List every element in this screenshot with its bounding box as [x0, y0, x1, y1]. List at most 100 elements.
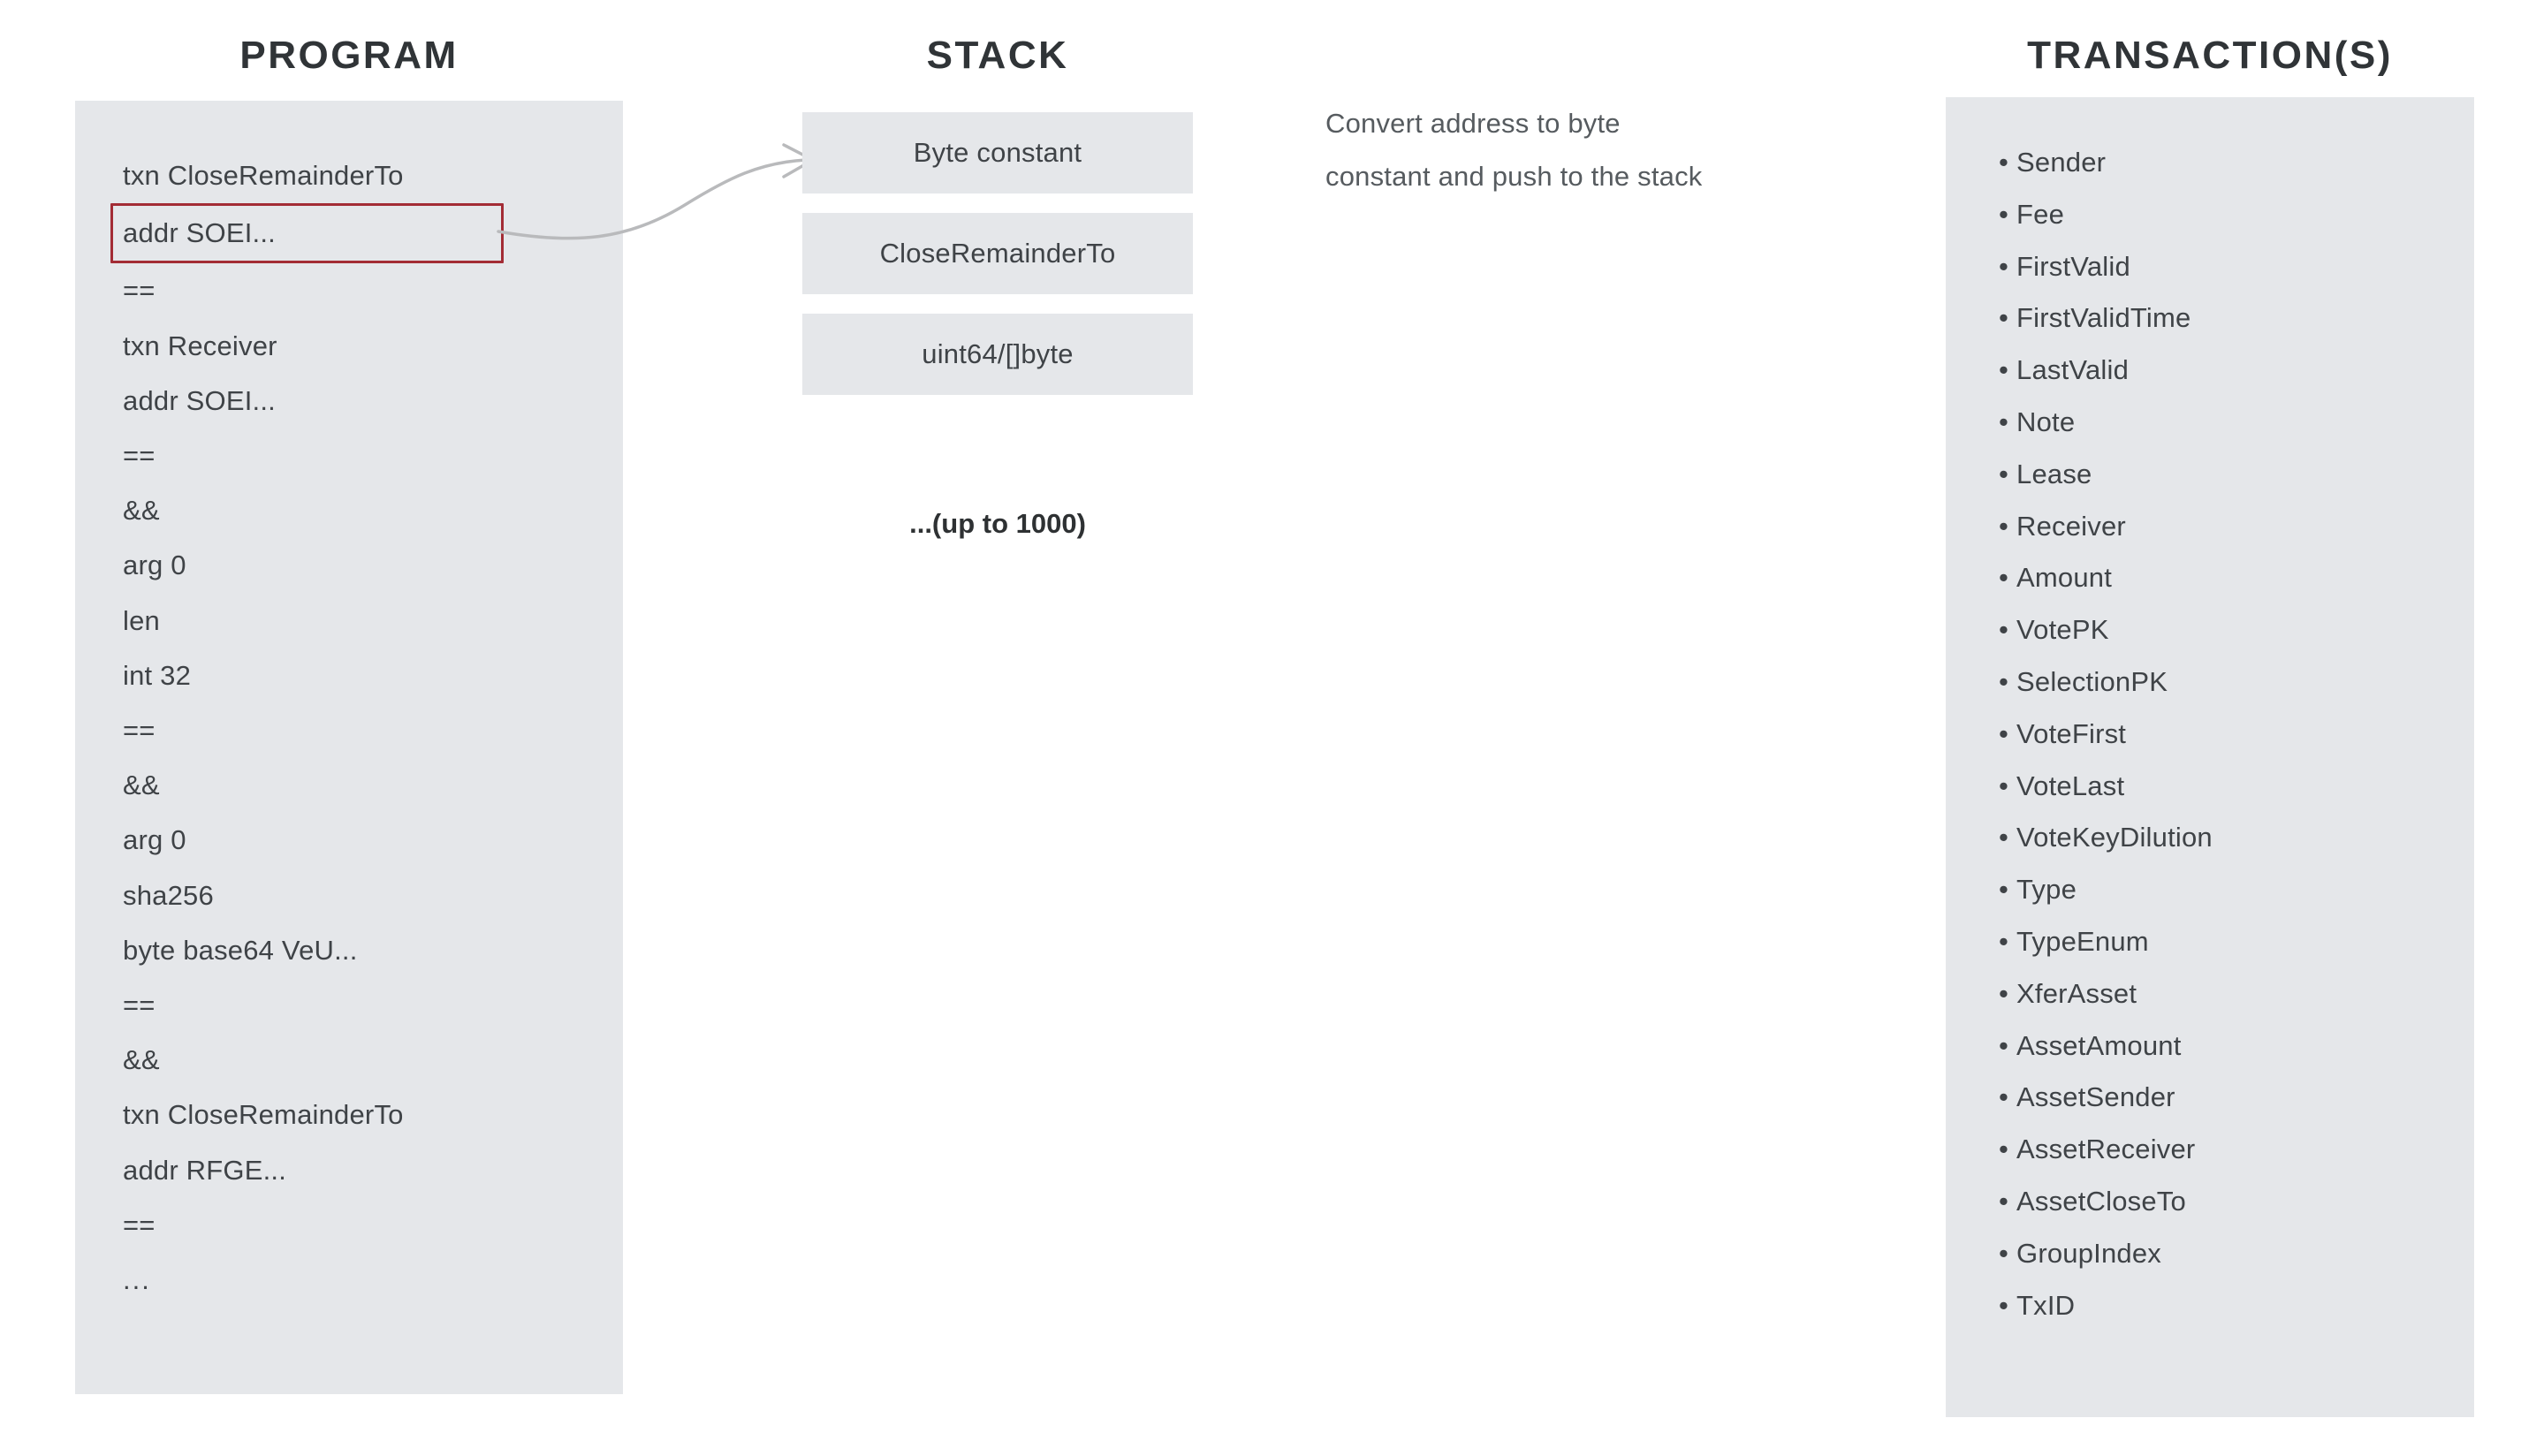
program-line: arg 0 [123, 824, 186, 856]
transaction-field-item: •GroupIndex [1999, 1228, 2458, 1280]
transaction-field-label: VotePK [2016, 614, 2109, 646]
program-line: && [123, 770, 160, 801]
transaction-field-item: •VoteKeyDilution [1999, 812, 2458, 864]
bullet-icon: • [1999, 822, 2009, 853]
bullet-icon: • [1999, 1134, 2009, 1165]
transaction-field-item: •XferAsset [1999, 968, 2458, 1020]
transaction-field-label: LastValid [2016, 354, 2130, 386]
bullet-icon: • [1999, 510, 2009, 542]
transaction-field-item: •AssetSender [1999, 1072, 2458, 1124]
program-line: == [123, 440, 156, 472]
transaction-field-label: AssetAmount [2016, 1029, 2182, 1061]
annotation-line-2: constant and push to the stack [1325, 161, 1703, 192]
transaction-field-item: •Receiver [1999, 501, 2458, 553]
transaction-field-item: •Lease [1999, 449, 2458, 501]
transaction-field-item: •VoteFirst [1999, 709, 2458, 761]
transaction-field-item: •TxID [1999, 1280, 2458, 1332]
transaction-field-item: •TypeEnum [1999, 916, 2458, 968]
annotation-line-1: Convert address to byte [1325, 108, 1621, 139]
stack-column-title: STACK [926, 34, 1069, 77]
program-line: ... [123, 1264, 151, 1296]
transaction-field-label: TypeEnum [2016, 925, 2149, 957]
bullet-icon: • [1999, 198, 2009, 230]
transaction-field-label: XferAsset [2016, 977, 2137, 1009]
bullet-icon: • [1999, 717, 2009, 749]
bullet-icon: • [1999, 147, 2009, 178]
bullet-icon: • [1999, 665, 2009, 697]
transaction-field-label: Lease [2016, 458, 2092, 489]
transaction-field-item: •VoteLast [1999, 761, 2458, 813]
program-line: arg 0 [123, 550, 186, 581]
transaction-field-label: Note [2016, 406, 2076, 437]
bullet-icon: • [1999, 354, 2009, 386]
program-line: int 32 [123, 659, 192, 691]
transaction-field-item: •AssetCloseTo [1999, 1176, 2458, 1228]
bullet-icon: • [1999, 1237, 2009, 1269]
program-panel [75, 101, 623, 1394]
program-line: == [123, 275, 156, 307]
program-line: && [123, 1044, 160, 1076]
transaction-field-label: FirstValidTime [2016, 302, 2191, 334]
program-line: addr SOEI... [123, 384, 276, 416]
bullet-icon: • [1999, 977, 2009, 1009]
transaction-field-item: •Sender [1999, 137, 2458, 189]
bullet-icon: • [1999, 458, 2009, 489]
transactions-column-title: TRANSACTION(S) [2027, 34, 2393, 77]
transaction-field-label: VoteLast [2016, 770, 2125, 801]
bullet-icon: • [1999, 406, 2009, 437]
program-line: addr RFGE... [123, 1154, 287, 1186]
bullet-icon: • [1999, 874, 2009, 906]
stack-box: uint64/[]byte [802, 314, 1193, 395]
bullet-icon: • [1999, 614, 2009, 646]
program-line: txn Receiver [123, 330, 277, 361]
program-line: byte base64 VeU... [123, 934, 358, 966]
transaction-field-item: •FirstValid [1999, 241, 2458, 293]
transaction-field-item: •AssetAmount [1999, 1020, 2458, 1073]
program-column-title: PROGRAM [239, 34, 459, 77]
transaction-field-label: VoteFirst [2016, 717, 2127, 749]
program-line: == [123, 990, 156, 1021]
bullet-icon: • [1999, 925, 2009, 957]
transaction-field-label: AssetReceiver [2016, 1134, 2196, 1165]
program-line-highlighted: addr SOEI... [110, 203, 504, 264]
transaction-field-item: •AssetReceiver [1999, 1124, 2458, 1176]
transaction-field-label: Type [2016, 874, 2077, 906]
stack-more-label: ...(up to 1000) [909, 508, 1086, 539]
stack-box: Byte constant [802, 112, 1193, 193]
transactions-panel [1946, 97, 2474, 1417]
transaction-field-item: •SelectionPK [1999, 656, 2458, 709]
program-instruction-list: txn CloseRemainderTo addr SOEI... == txn Re… [110, 148, 618, 1308]
program-line: sha256 [123, 879, 214, 911]
transaction-field-label: TxID [2016, 1289, 2076, 1321]
transaction-field-label: GroupIndex [2016, 1237, 2161, 1269]
transaction-field-label: AssetSender [2016, 1081, 2175, 1113]
bullet-icon: • [1999, 770, 2009, 801]
bullet-icon: • [1999, 250, 2009, 282]
transaction-field-label: FirstValid [2016, 250, 2130, 282]
transaction-field-item: •LastValid [1999, 345, 2458, 397]
bullet-icon: • [1999, 1185, 2009, 1217]
annotation-text: Convert address to byte constant and pus… [1325, 97, 1820, 203]
transaction-field-label: Receiver [2016, 510, 2126, 542]
bullet-icon: • [1999, 1289, 2009, 1321]
transaction-field-item: •Note [1999, 397, 2458, 449]
transaction-field-label: VoteKeyDilution [2016, 822, 2213, 853]
program-line: txn CloseRemainderTo [123, 1099, 404, 1131]
program-line: == [123, 715, 156, 747]
transaction-field-label: Amount [2016, 562, 2113, 594]
bullet-icon: • [1999, 1081, 2009, 1113]
program-line: len [123, 604, 160, 636]
transaction-field-item: •Fee [1999, 189, 2458, 241]
transaction-field-label: AssetCloseTo [2016, 1185, 2186, 1217]
transaction-field-label: Fee [2016, 198, 2065, 230]
transaction-field-item: •FirstValidTime [1999, 292, 2458, 345]
transaction-field-item: •Amount [1999, 552, 2458, 604]
transaction-field-label: Sender [2016, 147, 2107, 178]
stack-box: CloseRemainderTo [802, 213, 1193, 294]
program-line: == [123, 1209, 156, 1240]
bullet-icon: • [1999, 1029, 2009, 1061]
bullet-icon: • [1999, 302, 2009, 334]
program-line: && [123, 495, 160, 527]
transaction-field-label: SelectionPK [2016, 665, 2168, 697]
